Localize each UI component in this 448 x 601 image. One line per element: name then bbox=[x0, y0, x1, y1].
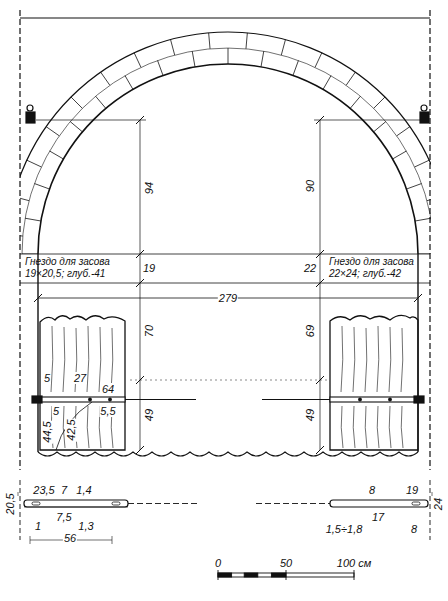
pintle-hook bbox=[27, 105, 33, 111]
dimension-label: 24 bbox=[432, 497, 444, 511]
ground-line bbox=[38, 452, 418, 456]
dimension-label: 64 bbox=[101, 383, 115, 395]
cutaway-edge bbox=[56, 402, 92, 450]
dimension-label: 7,5 bbox=[55, 511, 72, 523]
dimension-label: 7 bbox=[60, 484, 68, 496]
dimension-label: 70 bbox=[143, 324, 155, 338]
pintle-hook bbox=[420, 112, 429, 123]
dimension-label: 1,3 bbox=[77, 520, 94, 532]
hinge-strap bbox=[330, 397, 418, 402]
scale-label: 50 bbox=[279, 557, 293, 569]
pintle bbox=[32, 396, 42, 403]
extension-line bbox=[36, 120, 146, 121]
dimension-label: 8 bbox=[410, 523, 418, 535]
jamb-line bbox=[37, 254, 38, 452]
gate-leaf bbox=[40, 316, 125, 450]
socket-note: Гнездо для засова 19×20,5; глуб.-41 bbox=[24, 256, 138, 280]
gate-plan bbox=[18, 480, 432, 544]
gate-leaf bbox=[330, 315, 418, 450]
dimension-label: 8 bbox=[368, 484, 376, 496]
hinge-strap bbox=[125, 399, 196, 400]
extension-line bbox=[20, 283, 430, 284]
dimension-line bbox=[140, 120, 141, 450]
dimension-label: 1,5÷1,8 bbox=[325, 523, 364, 535]
dimension-label: 22 bbox=[303, 262, 317, 274]
dimension-label: 49 bbox=[304, 408, 316, 422]
dimension-label: 23,5 bbox=[32, 484, 55, 496]
dimension-label: 69 bbox=[304, 324, 316, 338]
dimension-label: 20,5 bbox=[4, 492, 16, 515]
dimension-label: 90 bbox=[304, 179, 316, 193]
pintle-hook bbox=[26, 112, 35, 123]
extension-line bbox=[130, 380, 330, 381]
pintle bbox=[414, 396, 424, 403]
brick-arch bbox=[20, 32, 431, 254]
dimension-label: 94 bbox=[143, 181, 155, 195]
dimension-label: 1,4 bbox=[75, 484, 92, 496]
hinge-strap bbox=[40, 397, 125, 402]
dimension-label: 42,5 bbox=[65, 418, 77, 441]
dimension-ticks bbox=[136, 116, 324, 454]
wall-line bbox=[429, 10, 430, 470]
wood-grain bbox=[51, 326, 403, 448]
extension-line bbox=[314, 120, 420, 121]
dimension-label: 44,5 bbox=[41, 420, 53, 443]
dimension-label: 5 bbox=[43, 372, 51, 384]
dimension-label: 49 bbox=[143, 408, 155, 422]
extension-line bbox=[20, 254, 430, 255]
scale-label: 100 см bbox=[336, 557, 372, 569]
dimension-label: 19 bbox=[142, 262, 156, 274]
dimension-label: 5 bbox=[52, 405, 60, 417]
scale-label: 0 bbox=[214, 557, 222, 569]
scale-bar bbox=[218, 570, 354, 580]
dimension-label: 279 bbox=[218, 292, 238, 304]
dimension-label: 1 bbox=[34, 520, 42, 532]
pintle-hook bbox=[421, 105, 427, 111]
socket-note: Гнездо для засова 22×24; глуб.-42 bbox=[328, 256, 430, 280]
dimension-label: 27 bbox=[73, 372, 87, 384]
dimension-label: 17 bbox=[371, 511, 385, 523]
wall-line bbox=[19, 10, 20, 470]
dimension-line bbox=[320, 120, 321, 450]
dimension-label: 56 bbox=[63, 532, 77, 544]
frame-line bbox=[20, 17, 430, 18]
hinge-strap bbox=[262, 399, 330, 400]
dimension-label: 19 bbox=[405, 484, 419, 496]
dimension-label: 5,5 bbox=[99, 405, 116, 417]
